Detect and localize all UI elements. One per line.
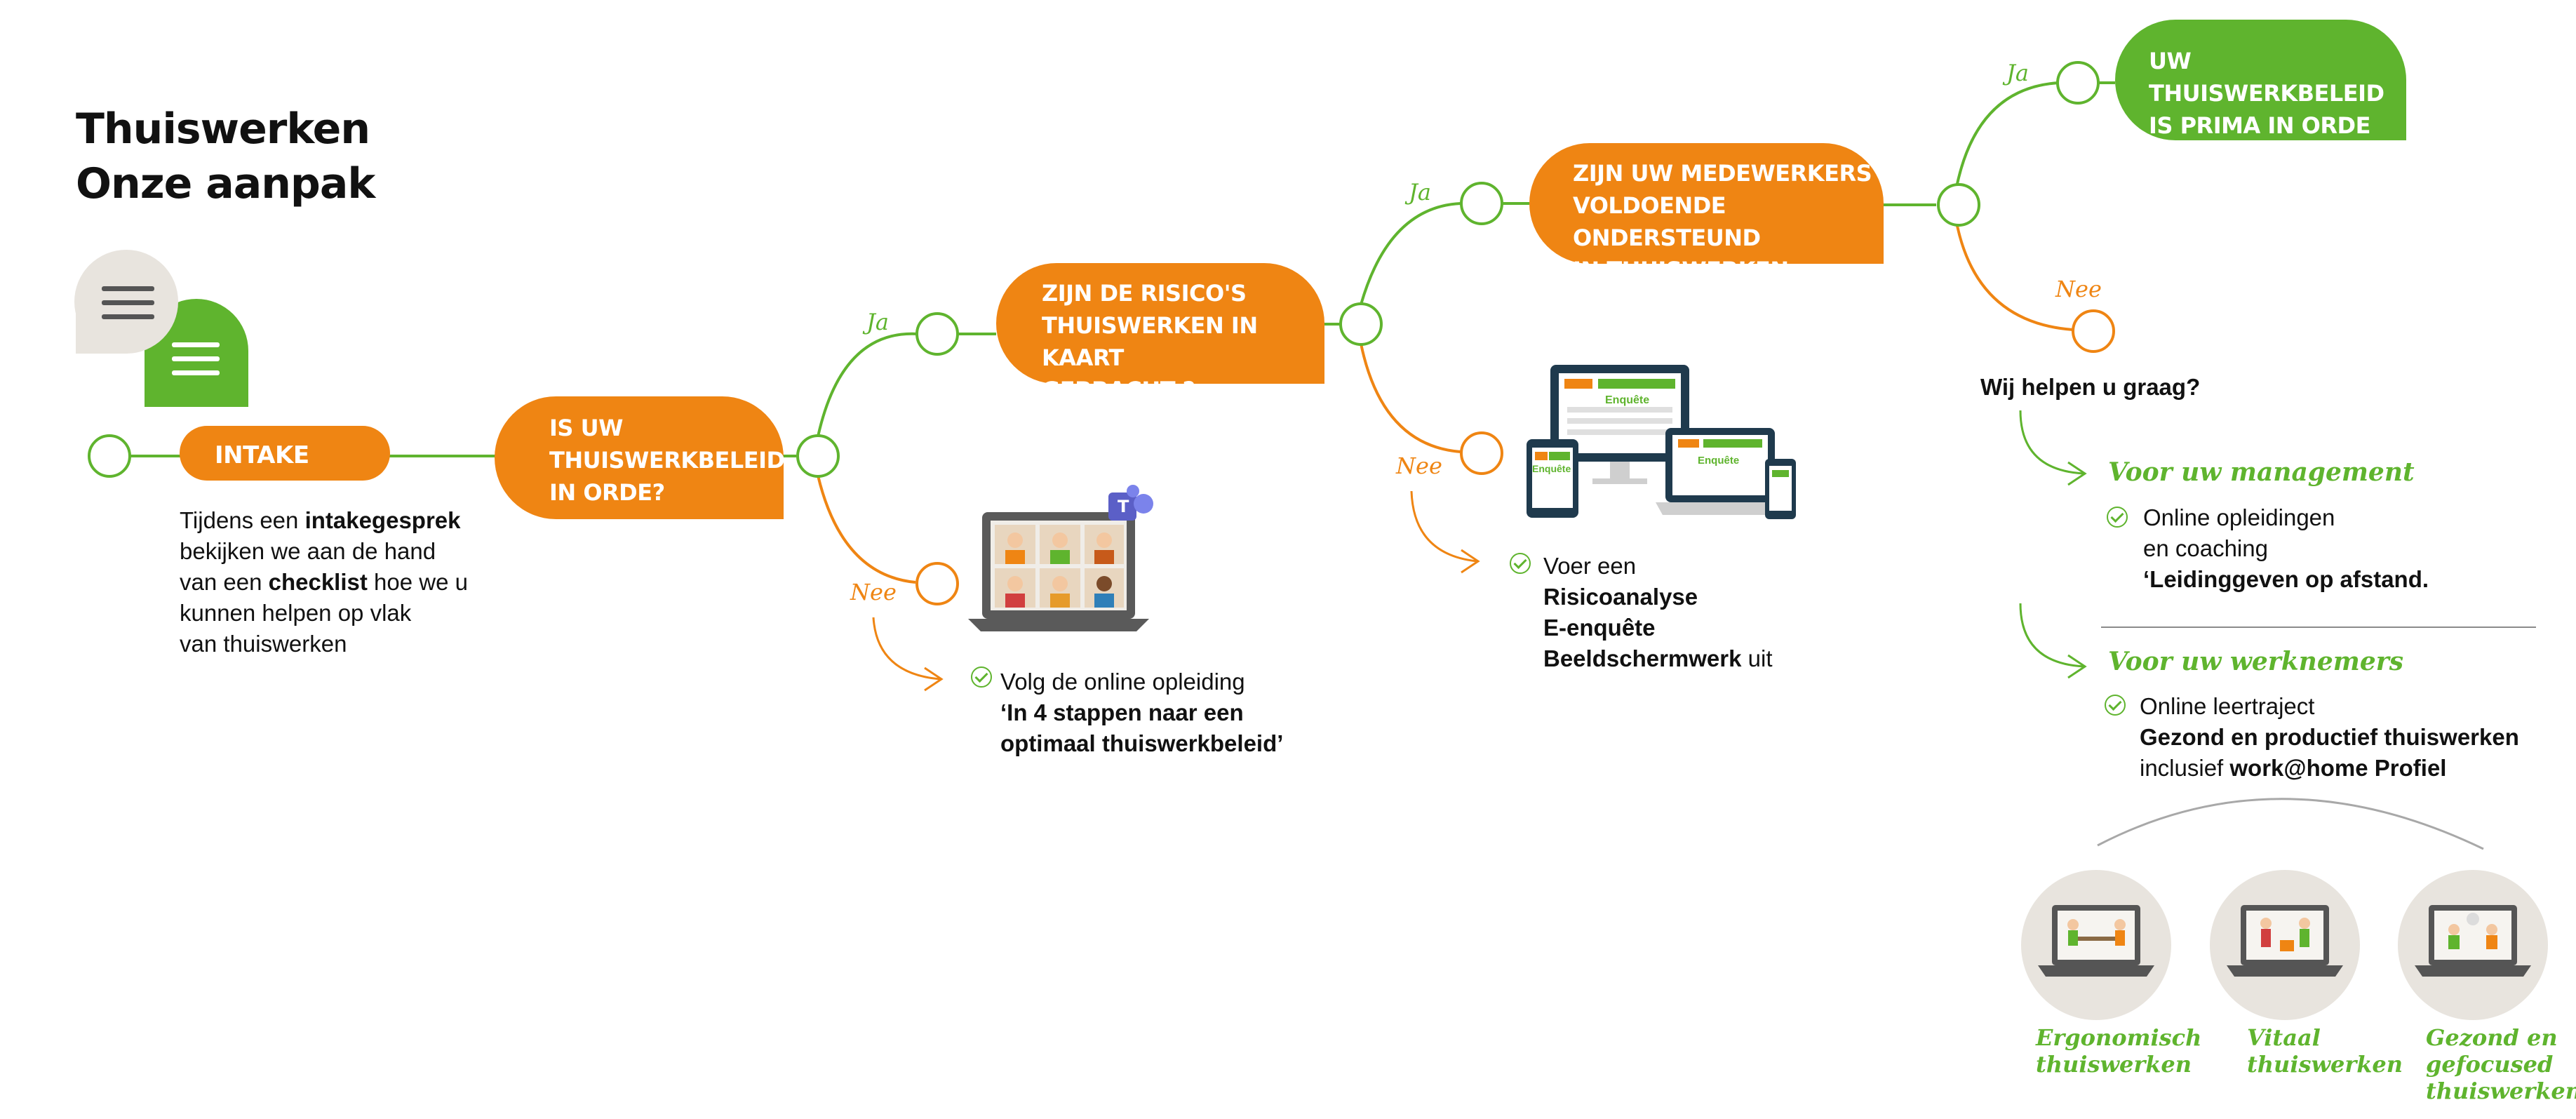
survey-laptop-label: Enquête <box>1698 455 1740 467</box>
survey-devices-icon <box>1527 365 1796 519</box>
page-title: Thuiswerken Onze aanpak <box>76 102 375 211</box>
step-prima-result: UW THUISWERKBELEID IS PRIMA IN ORDE <box>2115 20 2406 140</box>
ja-label-3: Ja <box>2006 60 2029 86</box>
nee-label-3: Nee <box>2055 276 2102 302</box>
management-heading: Voor uw management <box>2108 457 2415 487</box>
help-heading: Wij helpen u graag? <box>1980 374 2201 400</box>
werknemers-offer: Online leertraject Gezond en productief … <box>2140 693 2519 781</box>
module-caption-vitaal: Vitaal thuiswerken <box>2247 1024 2403 1078</box>
management-offer: Online opleidingen en coaching ‘Leidingg… <box>2143 504 2429 592</box>
video-call-laptop-icon: T <box>968 485 1153 631</box>
ja-label-2: Ja <box>1409 179 1431 206</box>
focused-module-icon <box>2398 870 2548 1020</box>
module-caption-ergonomisch: Ergonomisch thuiswerken <box>2036 1024 2202 1078</box>
vital-module-icon <box>2210 870 2360 1020</box>
module-caption-gezond: Gezond en gefocused thuiswerken <box>2426 1024 2576 1104</box>
intake-description: Tijdens een intakegesprek bekijken we aa… <box>180 507 468 657</box>
check-icon <box>971 666 992 688</box>
survey-screen-label: Enquête <box>1605 394 1650 406</box>
step-risico-question: ZIJN DE RISICO'S THUISWERKEN IN KAART GE… <box>996 263 1324 403</box>
step-intake: INTAKE <box>180 426 390 481</box>
ergonomic-module-icon <box>2021 870 2171 1020</box>
step-ondersteund-question: ZIJN UW MEDEWERKERS VOLDOENDE ONDERSTEUN… <box>1529 143 1884 283</box>
werknemers-heading: Voor uw werknemers <box>2108 647 2403 676</box>
step-thuiswerkbeleid-question: IS UW THUISWERKBELEID IN ORDE? <box>495 396 785 519</box>
check-icon <box>2107 507 2128 528</box>
svg-text:T: T <box>1118 497 1129 516</box>
title-line-1: Thuiswerken <box>76 105 370 154</box>
action-risicoanalyse: Voer een Risicoanalyse E-enquête Beeldsc… <box>1543 553 1773 671</box>
check-icon <box>1510 553 1531 574</box>
check-icon <box>2105 695 2126 716</box>
chat-icon <box>74 250 248 407</box>
nee-label-1: Nee <box>850 579 897 605</box>
nee-label-2: Nee <box>1396 453 1442 479</box>
ja-label-1: Ja <box>866 309 889 335</box>
title-line-2: Onze aanpak <box>76 159 375 208</box>
survey-tablet-label: Enquête <box>1532 463 1571 474</box>
action-online-opleiding: Volg de online opleiding ‘In 4 stappen n… <box>1000 669 1284 756</box>
